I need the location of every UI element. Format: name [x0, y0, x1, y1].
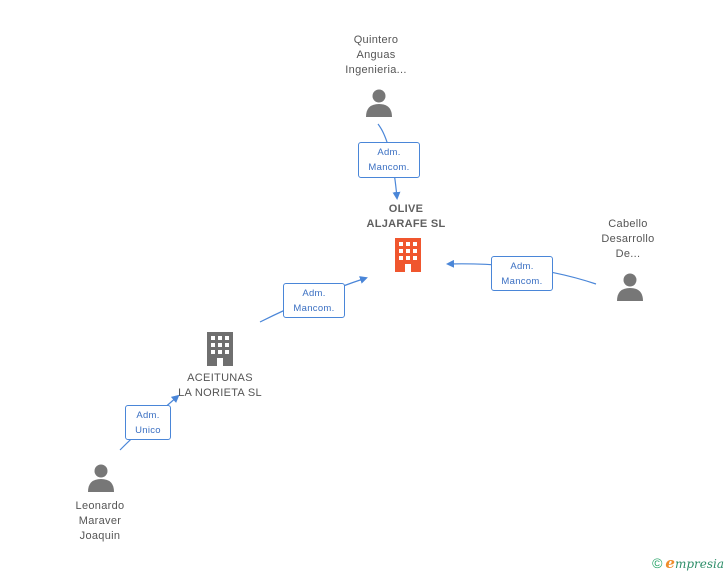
node-label-line: Leonardo	[75, 500, 125, 512]
node-label-line: ALJARAFE SL	[366, 218, 446, 230]
node-label-line: Maraver	[78, 515, 122, 527]
node-label-quintero[interactable]: Quintero Anguas Ingenieria...	[326, 33, 426, 78]
edge-label-line: Adm.	[302, 288, 326, 299]
edge-label-line: Adm.	[377, 147, 401, 158]
edge-label-line: Adm.	[510, 261, 534, 272]
edge-label-line: Mancom.	[293, 303, 335, 314]
node-label-line: Cabello	[608, 218, 648, 230]
person-icon[interactable]	[615, 272, 645, 302]
node-label-olive[interactable]: OLIVE ALJARAFE SL	[346, 202, 466, 232]
node-label-cabello[interactable]: Cabello Desarrollo De...	[580, 217, 676, 262]
edge-label-cabello-olive[interactable]: Adm. Mancom.	[491, 256, 553, 291]
node-label-leonardo[interactable]: Leonardo Maraver Joaquin	[52, 499, 148, 544]
footer-brand[interactable]: ©empresia	[652, 554, 724, 572]
node-label-line: Ingenieria...	[345, 64, 407, 76]
node-label-line: De...	[615, 248, 641, 260]
edge-label-line: Unico	[135, 425, 161, 436]
edge-label-aceitunas-olive[interactable]: Adm. Mancom.	[283, 283, 345, 318]
node-label-aceitunas[interactable]: ACEITUNAS LA NORIETA SL	[162, 371, 278, 401]
edge-label-line: Mancom.	[501, 276, 543, 287]
person-icon[interactable]	[364, 88, 394, 118]
edge-label-line: Adm.	[136, 410, 160, 421]
person-icon[interactable]	[86, 463, 116, 493]
node-label-line: ACEITUNAS	[187, 372, 253, 384]
copyright-icon: ©	[652, 555, 663, 571]
node-label-line: Joaquin	[79, 530, 121, 542]
building-icon[interactable]	[204, 332, 236, 366]
node-label-line: Desarrollo	[601, 233, 655, 245]
node-label-line: Anguas	[356, 49, 396, 61]
brand-logo-text: mpresia	[674, 557, 724, 571]
node-label-line: LA NORIETA SL	[178, 387, 262, 399]
node-label-line: OLIVE	[388, 203, 424, 215]
edge-label-quintero-olive[interactable]: Adm. Mancom.	[358, 142, 420, 178]
edge-label-leonardo-aceitunas[interactable]: Adm. Unico	[125, 405, 171, 440]
edge-label-line: Mancom.	[368, 162, 410, 173]
node-label-line: Quintero	[353, 34, 399, 46]
brand-logo-letter: e	[665, 554, 675, 572]
building-icon[interactable]	[392, 238, 424, 272]
